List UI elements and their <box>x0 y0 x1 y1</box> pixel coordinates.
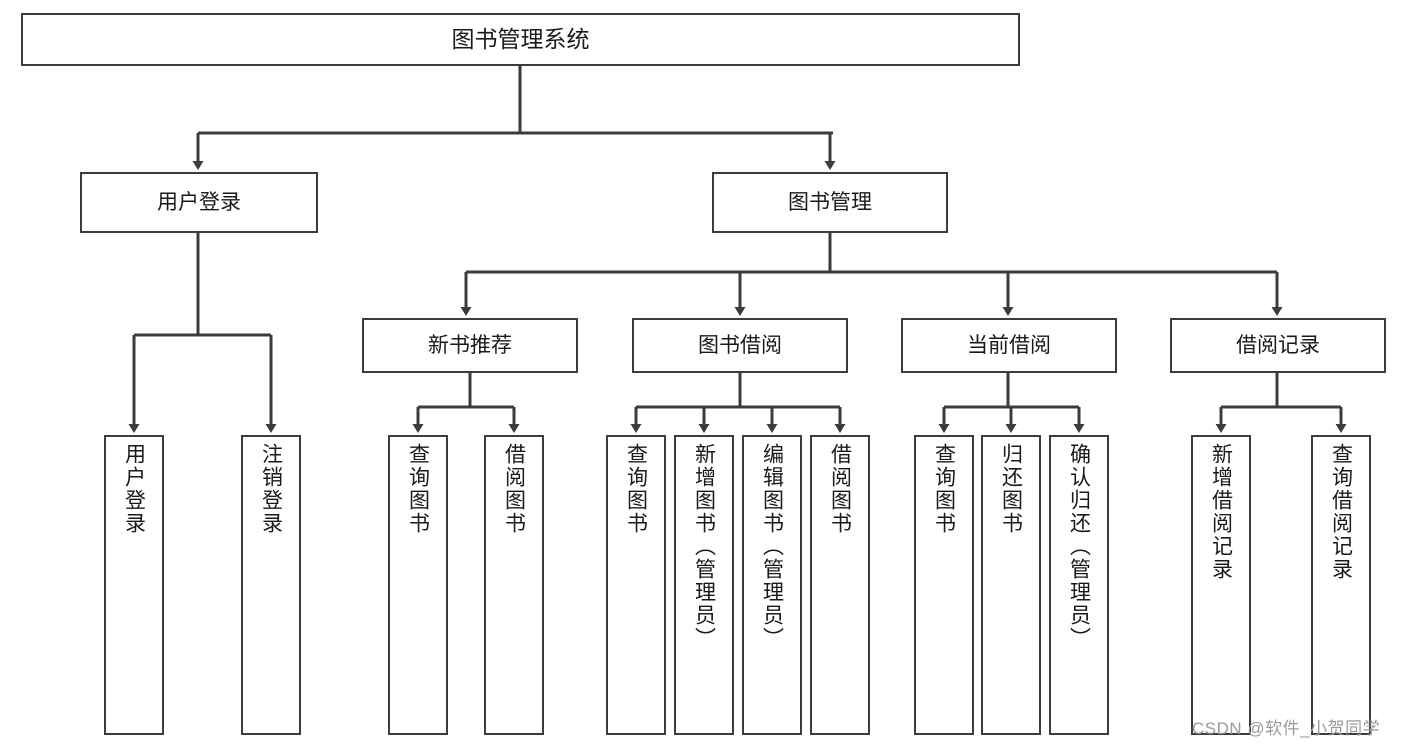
leaf-borrow-book[interactable]: 借阅图书 <box>810 435 870 735</box>
node-label: 图书管理系统 <box>451 25 590 52</box>
node-label: 查询图书 <box>624 443 648 535</box>
node-label: 借阅记录 <box>1236 333 1320 357</box>
node-borrow-record[interactable]: 借阅记录 <box>1170 318 1386 373</box>
node-label: 新增图书（管理员） <box>692 443 716 650</box>
leaf-add-book-admin[interactable]: 新增图书（管理员） <box>674 435 734 735</box>
node-label: 注销登录 <box>259 443 283 535</box>
node-root-system[interactable]: 图书管理系统 <box>21 13 1020 66</box>
leaf-query-book-borrow[interactable]: 查询图书 <box>606 435 666 735</box>
node-current-borrow[interactable]: 当前借阅 <box>901 318 1117 373</box>
node-label: 确认归还（管理员） <box>1067 443 1091 650</box>
leaf-query-book-recommend[interactable]: 查询图书 <box>388 435 448 735</box>
node-label: 查询借阅记录 <box>1329 443 1353 581</box>
node-user-login[interactable]: 用户登录 <box>80 172 318 233</box>
leaf-query-book-current[interactable]: 查询图书 <box>914 435 974 735</box>
leaf-edit-book-admin[interactable]: 编辑图书（管理员） <box>742 435 802 735</box>
node-label: 用户登录 <box>157 190 241 214</box>
node-label: 借阅图书 <box>502 443 526 535</box>
node-book-borrow[interactable]: 图书借阅 <box>632 318 848 373</box>
node-label: 新增借阅记录 <box>1209 443 1233 581</box>
node-label: 当前借阅 <box>967 333 1051 357</box>
node-new-book-recommend[interactable]: 新书推荐 <box>362 318 578 373</box>
csdn-watermark: CSDN @软件_小贺同学 <box>1192 719 1381 738</box>
node-label: 新书推荐 <box>428 333 512 357</box>
node-label: 借阅图书 <box>828 443 852 535</box>
leaf-user-login[interactable]: 用户登录 <box>104 435 164 735</box>
node-label: 用户登录 <box>122 443 146 535</box>
node-label: 归还图书 <box>999 443 1023 535</box>
node-book-management[interactable]: 图书管理 <box>712 172 948 233</box>
leaf-return-book[interactable]: 归还图书 <box>981 435 1041 735</box>
leaf-confirm-return-admin[interactable]: 确认归还（管理员） <box>1049 435 1109 735</box>
leaf-add-borrow-record[interactable]: 新增借阅记录 <box>1191 435 1251 735</box>
node-label: 图书借阅 <box>698 333 782 357</box>
node-label: 编辑图书（管理员） <box>760 443 784 650</box>
node-label: 图书管理 <box>788 190 872 214</box>
leaf-borrow-book-recommend[interactable]: 借阅图书 <box>484 435 544 735</box>
leaf-query-borrow-record[interactable]: 查询借阅记录 <box>1311 435 1371 735</box>
leaf-logout-login[interactable]: 注销登录 <box>241 435 301 735</box>
node-label: 查询图书 <box>932 443 956 535</box>
node-label: 查询图书 <box>406 443 430 535</box>
